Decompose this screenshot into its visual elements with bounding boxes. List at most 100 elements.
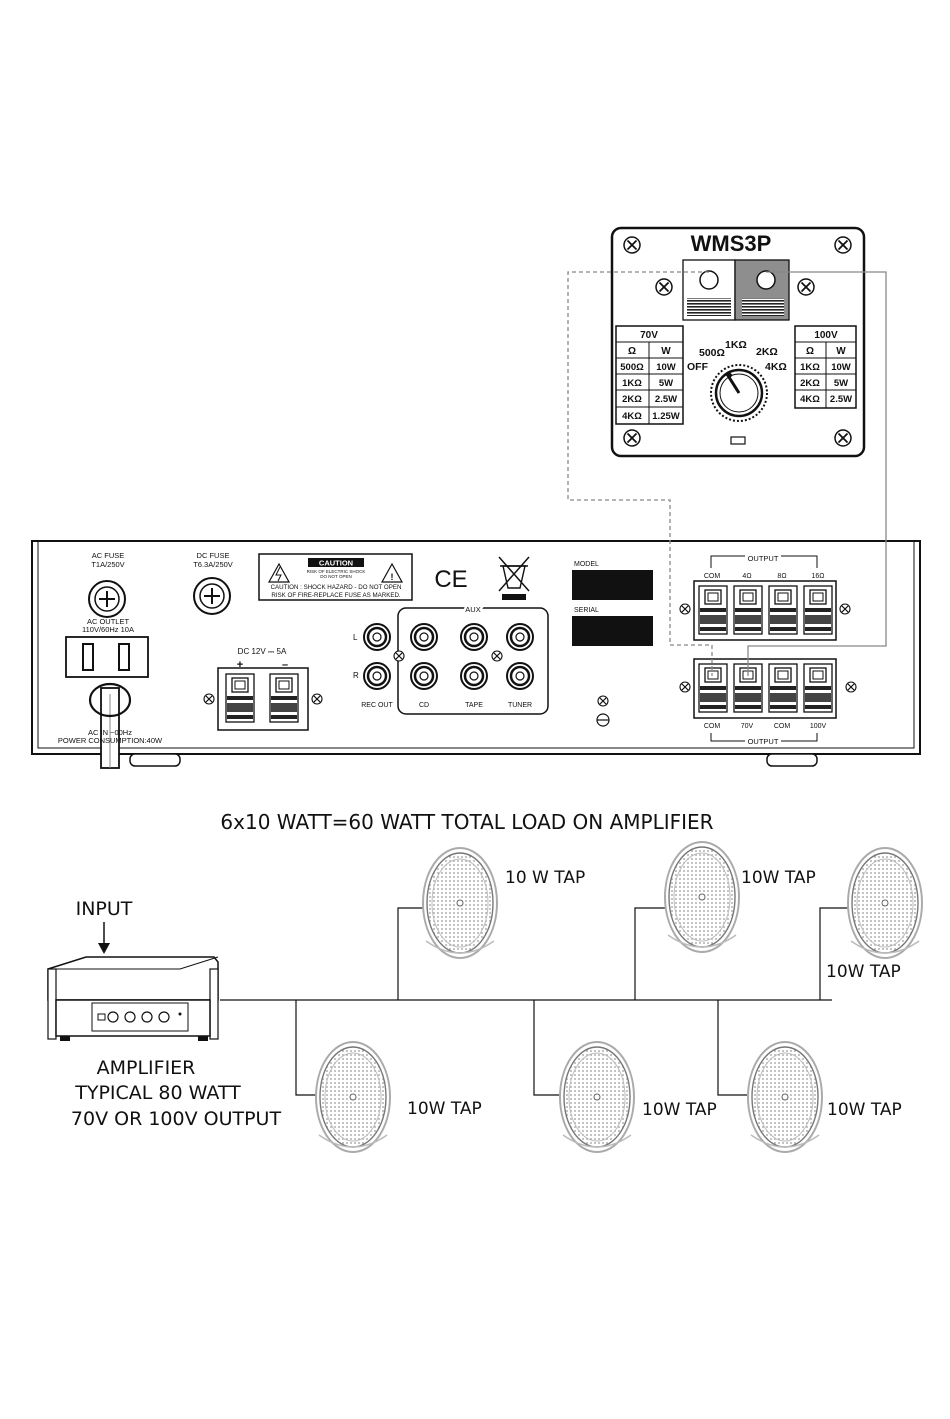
dc-fuse-rating: T6.3A/250V (193, 560, 233, 569)
serial-label: SERIAL (574, 607, 599, 614)
svg-text:!: ! (391, 572, 394, 582)
rec-out-left-jack[interactable] (362, 622, 392, 652)
table-cell: 10W (656, 362, 676, 373)
warning-icon (380, 562, 404, 583)
cd-left-jack[interactable] (409, 622, 439, 652)
foot (766, 753, 818, 767)
speaker-output-constant-voltage: COM 70V COM 100V OUTPUT (679, 658, 857, 746)
terminal-com[interactable] (768, 663, 798, 713)
rec-out-right-jack[interactable] (362, 661, 392, 691)
output-bottom-label: OUTPUT (748, 737, 779, 746)
screw-icon (655, 278, 673, 296)
dc-terminal-block[interactable] (217, 667, 309, 731)
cd-right-jack[interactable] (409, 661, 439, 691)
table-cell: 4KΩ (622, 411, 642, 422)
knob-label-500: 500Ω (699, 347, 725, 359)
table-cell: 2KΩ (800, 378, 820, 389)
speaker-icon (422, 847, 498, 959)
ground-icon (596, 713, 610, 727)
terminal-4ohm[interactable] (733, 585, 763, 635)
caution-title: CAUTION (319, 559, 353, 568)
speaker-tap-label: 10W TAP (827, 1100, 902, 1120)
screw-icon (834, 429, 852, 447)
amplifier-output-caption: 70V OR 100V OUTPUT (71, 1108, 282, 1130)
speaker-icon (559, 1041, 635, 1153)
knob-label-2k: 2KΩ (756, 346, 778, 358)
caution-label: ! CAUTION RISK OF ELECTRIC SHOCK DO NOT … (258, 553, 413, 601)
table-100v-col-watt: W (836, 346, 846, 357)
table-cell: 10W (831, 362, 851, 373)
table-cell: 1.25W (652, 411, 679, 422)
ac-in-label: AC IN ~00Hz (88, 728, 132, 737)
impedance-selector-knob[interactable] (710, 364, 768, 422)
dc-fuse-holder[interactable] (193, 577, 231, 615)
wms3p-wallplate: WMS3P 70V Ω W 500Ω 10W 1KΩ 5W 2KΩ (610, 226, 866, 458)
ac-outlet[interactable] (65, 636, 149, 678)
speaker-line (220, 907, 850, 1096)
table-cell: 5W (834, 378, 848, 389)
tuner-label: TUNER (508, 702, 532, 709)
output-term-label: 4Ω (742, 573, 751, 580)
table-cell: 500Ω (620, 362, 644, 373)
speaker-icon (847, 847, 923, 959)
indicator-slot (730, 436, 746, 445)
table-70v-col-watt: W (661, 346, 671, 357)
ac-fuse-label: AC FUSE (92, 551, 125, 560)
tape-label: TAPE (465, 702, 483, 709)
screw-icon (845, 681, 857, 693)
screw-icon (797, 278, 815, 296)
screw-icon (679, 681, 691, 693)
right-channel-label: R (353, 671, 359, 680)
table-cell: 2.5W (655, 394, 677, 405)
screw-icon (623, 429, 641, 447)
shock-warning-icon (267, 562, 291, 583)
power-cord (88, 682, 132, 769)
dc-plus-label: + (237, 659, 243, 671)
speaker-icon (315, 1041, 391, 1153)
tuner-right-jack[interactable] (505, 661, 535, 691)
screw-icon (311, 693, 323, 705)
terminal-16ohm[interactable] (803, 585, 833, 635)
terminal-100v[interactable] (803, 663, 833, 713)
speaker-tap-label: 10W TAP (642, 1100, 717, 1120)
input-label: INPUT (76, 898, 133, 920)
speaker-tap-label: 10W TAP (741, 868, 816, 888)
cd-label: CD (419, 702, 429, 709)
dc-fuse-label: DC FUSE (197, 551, 230, 560)
tape-left-jack[interactable] (459, 622, 489, 652)
table-70v-col-ohm: Ω (628, 346, 636, 357)
output-term-label: 70V (741, 723, 754, 730)
wallplate-wiring (567, 271, 887, 676)
output-top-label: OUTPUT (748, 554, 779, 563)
amplifier-rear-panel: AC FUSE T1A/250V AC OUTLET 110V/60Hz 10A… (31, 540, 921, 769)
serial-plate (572, 616, 653, 646)
terminal-8ohm[interactable] (768, 585, 798, 635)
terminal-com[interactable] (698, 585, 728, 635)
output-term-label: COM (774, 723, 791, 730)
knob-label-off: OFF (687, 361, 709, 373)
tape-right-jack[interactable] (459, 661, 489, 691)
model-plate (572, 570, 653, 600)
screw-icon (679, 603, 691, 615)
caution-line: CAUTION : SHOCK HAZARD - DO NOT OPEN (271, 584, 402, 591)
amplifier-caption: AMPLIFIER (97, 1057, 196, 1079)
ac-fuse-holder[interactable] (88, 580, 126, 618)
output-term-label: 100V (810, 723, 827, 730)
wallplate-terminal-block (682, 259, 790, 321)
speaker-tap-label: 10W TAP (407, 1099, 482, 1119)
screw-icon (839, 603, 851, 615)
ground-screw-icon (597, 695, 609, 707)
power-consumption-label: POWER CONSUMPTION:40W (58, 736, 163, 745)
speaker-icon (664, 841, 740, 953)
speaker-icon (747, 1041, 823, 1153)
speaker-tap-label: 10 W TAP (505, 868, 585, 888)
table-100v-header: 100V (814, 330, 838, 341)
knob-label-1k: 1KΩ (725, 339, 747, 351)
output-term-label: COM (704, 573, 721, 580)
amplifier-power-caption: TYPICAL 80 WATT (74, 1082, 241, 1104)
knob-label-4k: 4KΩ (765, 361, 787, 373)
tuner-left-jack[interactable] (505, 622, 535, 652)
caution-sub: DO NOT OPEN (320, 574, 351, 579)
terminal-com[interactable] (698, 663, 728, 713)
